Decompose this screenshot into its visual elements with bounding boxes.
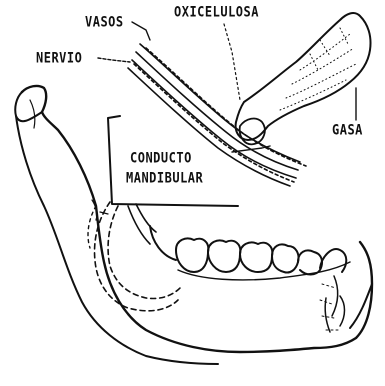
label-mandibular: MANDIBULAR [126,170,203,186]
canal-dashed-inner [108,206,180,299]
molar-tooth-3 [176,238,208,272]
mandible-front-edge [350,284,372,328]
leader-conducto [232,146,270,152]
molar-tooth-2 [208,240,240,272]
leader-nervio [98,58,130,62]
premolar-tooth-1 [298,250,322,274]
molar-tooth-1 [240,242,272,272]
label-nervio: NERVIO [36,50,82,66]
ramus-front-edge [16,112,42,121]
ramus-back-edge [15,92,218,364]
premolar-tooth-2 [272,244,299,272]
leader-oxicelulosa [224,24,240,100]
mandible-outline [22,86,372,352]
leader-vasos [132,22,150,40]
label-oxicelulosa: OXICELULOSA [174,4,259,20]
label-vasos: VASOS [85,14,124,30]
canal-dashed-tail [88,206,96,248]
label-conducto: CONDUCTO [130,150,192,166]
gauze-pack [236,13,371,140]
chin-detail [325,276,344,332]
label-gasa: GASA [332,122,363,138]
socket-outline [128,204,156,244]
